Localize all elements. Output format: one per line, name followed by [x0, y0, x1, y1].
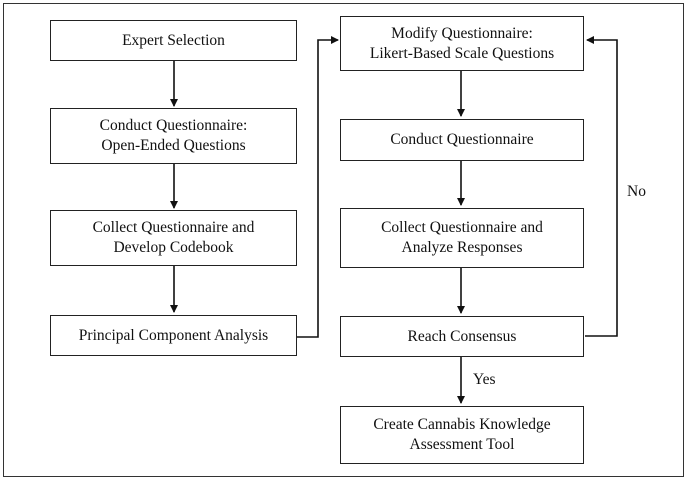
- edge-label-no: No: [627, 183, 646, 200]
- node-conduct-questionnaire: Conduct Questionnaire: [340, 119, 584, 161]
- edge-label-yes: Yes: [473, 371, 496, 388]
- arrow-pca-to-modify: [296, 36, 339, 338]
- node-reach-consensus: Reach Consensus: [340, 316, 584, 357]
- arrow-no-loop: [585, 36, 618, 337]
- diagram-frame: [3, 3, 684, 477]
- node-modify-questionnaire: Modify Questionnaire: Likert-Based Scale…: [340, 16, 584, 71]
- node-collect-develop-codebook: Collect Questionnaire and Develop Codebo…: [50, 210, 297, 266]
- node-create-cannabis-tool: Create Cannabis Knowledge Assessment Too…: [340, 406, 584, 464]
- node-expert-selection: Expert Selection: [50, 20, 297, 61]
- node-conduct-questionnaire-open: Conduct Questionnaire: Open-Ended Questi…: [50, 108, 297, 164]
- node-principal-component-analysis: Principal Component Analysis: [50, 315, 297, 356]
- node-collect-analyze-responses: Collect Questionnaire and Analyze Respon…: [340, 208, 584, 268]
